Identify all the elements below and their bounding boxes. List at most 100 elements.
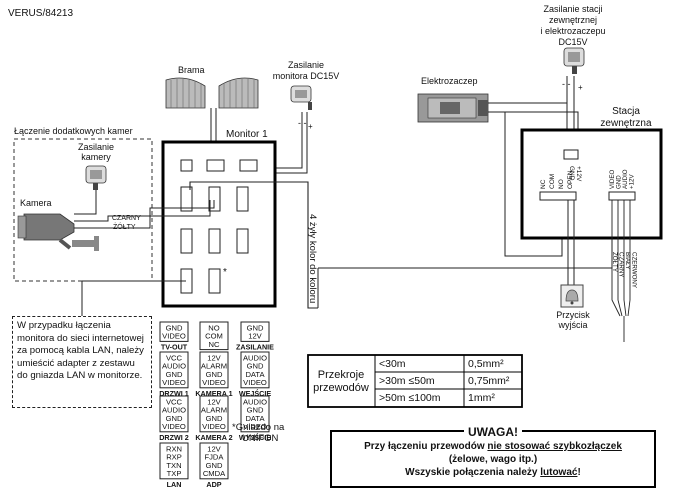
bus-pin-label: GND <box>616 175 623 189</box>
connector-box <box>240 321 270 342</box>
connector-pin: AUDIO <box>162 406 186 415</box>
connector-box <box>159 321 189 342</box>
connector-box <box>159 395 189 433</box>
svg-text:+: + <box>578 83 583 92</box>
unifon-star: * <box>223 267 227 278</box>
connector-pin: COM <box>205 332 223 341</box>
connector-pin: ALARM <box>201 362 227 371</box>
connector-pin: GND <box>247 324 264 333</box>
connector-pin: CMDA <box>203 469 226 478</box>
relay-pin-label: COM <box>549 174 556 189</box>
connector-pin: VIDEO <box>162 332 186 341</box>
station-12v-label: +12V <box>575 166 582 182</box>
wire-color-label: CZARNY <box>618 252 625 277</box>
connector-name: WEJŚCIE <box>239 389 272 398</box>
connector-name: ZASILANIE <box>236 342 274 351</box>
strike-label: Elektrozaczep <box>421 76 478 86</box>
warning-line1-underline: nie stosować szybkozłączek <box>487 441 622 452</box>
connector-box <box>240 351 270 389</box>
gate-label: Brama <box>178 65 205 75</box>
camera-black-wire <box>74 200 211 222</box>
station-power-adapter-icon <box>563 47 585 74</box>
connector-name: KAMERA 1 <box>195 389 232 398</box>
relay-pin-label: NC <box>540 179 547 189</box>
model-label: VERUS/84213 <box>8 8 73 19</box>
power-adapter-icon <box>290 85 312 110</box>
connector-name: LAN <box>167 480 182 489</box>
connector-box <box>199 442 229 480</box>
station-power-minus: - - <box>562 79 571 89</box>
outdoor-station-box <box>520 128 663 240</box>
relay-pin-label: OPEN <box>567 170 574 189</box>
camera-yellow-wire <box>74 200 215 229</box>
station-gnd-label: GND <box>568 166 575 181</box>
connector-name: ADP <box>206 480 221 489</box>
connector-name: DRZWI 1 <box>159 389 189 398</box>
extra-cameras-label: Łączenie dodatkowych kamer <box>14 126 133 136</box>
monitor1-label: Monitor 1 <box>226 129 268 140</box>
exit-button-icon <box>560 284 584 308</box>
connector-pin: GND <box>206 461 223 470</box>
connector-pin: AUDIO <box>162 362 186 371</box>
czarny-label: CZARNY <box>112 215 141 222</box>
connector-pin: 12V <box>207 398 221 407</box>
camera-label: Kamera <box>20 198 52 208</box>
bus-pin-label: +12V <box>629 174 636 189</box>
bus-socket <box>608 191 636 201</box>
bus-pin-label: VIDEO <box>609 170 616 189</box>
connector-pin: RXN <box>166 445 182 454</box>
camera-power-adapter-icon <box>85 165 107 190</box>
station-power-socket <box>563 149 579 160</box>
warning-line3-underline: lutować <box>540 467 578 478</box>
connector-name: TV-OUT <box>161 342 188 351</box>
connector-name: WYJŚCIE <box>239 433 272 442</box>
electric-strike-icon <box>417 93 489 123</box>
station-bus-wires <box>611 200 631 342</box>
connector-pin: FJDA <box>205 453 225 462</box>
four-wires-label: 4 żyły kolor do koloru <box>307 214 318 303</box>
connector-pin: AUDIO <box>243 354 267 363</box>
wire-color-label: CZERWONY <box>631 252 638 288</box>
connector-legend: GNDVIDEOTV-OUTNOCOMNCBRAMAGND12VZASILANI… <box>159 321 274 489</box>
cross-section-area: 1mm² <box>468 392 495 404</box>
connector-pin: VIDEO <box>202 422 226 431</box>
connector-pin: 12V <box>248 332 262 341</box>
camera-power-wire <box>74 190 97 215</box>
connector-pin: VIDEO <box>162 378 186 387</box>
warning-box: UWAGA! Przy łączeniu przewodów nie stoso… <box>330 425 656 488</box>
connector-pin: DATA <box>245 414 265 423</box>
connector-pin: VIDEO <box>243 422 267 431</box>
connector-pin: VIDEO <box>243 378 267 387</box>
connector-pin: RXP <box>166 453 182 462</box>
connector-pin: VCC <box>166 398 183 407</box>
warning-line3-pre: Wszyskie połączenia należy <box>405 467 541 478</box>
connector-box <box>199 395 229 433</box>
connector-box <box>159 351 189 389</box>
lan-note: W przypadku łączenia monitora do sieci i… <box>12 316 152 408</box>
connector-pin: TXP <box>167 469 182 478</box>
wire-color-label: ŻÓŁTY <box>611 252 618 272</box>
zolty-label: ŻÓŁTY <box>113 222 136 231</box>
connector-name: DRZWI 2 <box>159 433 189 442</box>
connector-pin: ALARM <box>201 406 227 415</box>
connector-pin: NC <box>209 340 220 349</box>
cross-section-length: >50m ≤100m <box>379 392 441 404</box>
connector-box <box>199 321 229 351</box>
